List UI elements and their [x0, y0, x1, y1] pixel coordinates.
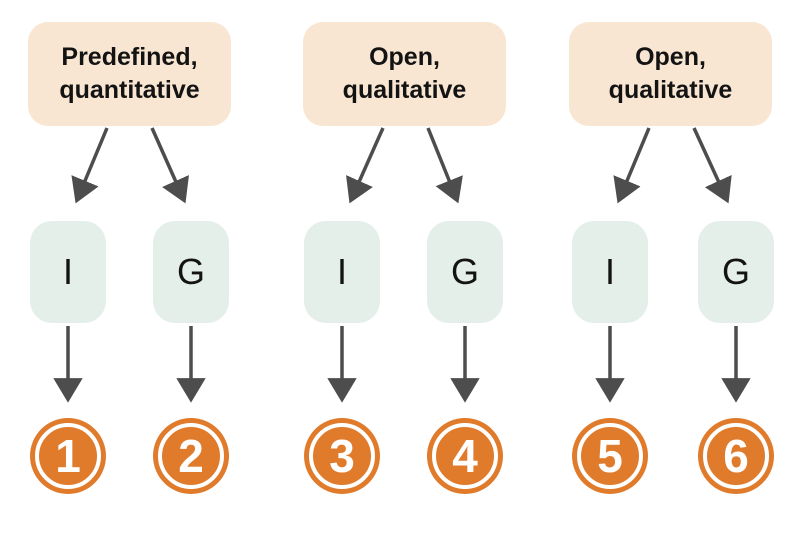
arrow-header3-to-i3: [613, 127, 651, 204]
node-label: G: [721, 251, 750, 292]
node-box-i-1: I: [30, 221, 106, 323]
outcome-number: 3: [329, 430, 355, 482]
outcome-number: 1: [55, 430, 81, 482]
header-box-open-qualitative-1: Open, qualitative: [303, 22, 506, 126]
node-box-i-3: I: [572, 221, 648, 323]
outcome-circle-5: 5: [572, 418, 648, 494]
arrow-header3-to-g3: [692, 127, 732, 204]
outcome-circle-4: 4: [427, 418, 503, 494]
header-label: Predefined, quantitative: [59, 43, 200, 104]
outcome-circle-1: 1: [30, 418, 106, 494]
arrow-header1-to-i1: [71, 127, 109, 204]
outcome-circle-6: 6: [698, 418, 774, 494]
outcome-number: 4: [452, 430, 478, 482]
node-label: G: [450, 251, 479, 292]
node-label: G: [176, 251, 205, 292]
node-label: I: [62, 251, 73, 292]
node-box-g-1: G: [153, 221, 229, 323]
header-label: Open, qualitative: [608, 43, 733, 104]
outcome-number: 5: [597, 430, 623, 482]
node-label: I: [336, 251, 347, 292]
header-box-predefined-quantitative: Predefined, quantitative: [28, 22, 231, 126]
node-box-i-2: I: [304, 221, 380, 323]
outcome-number: 6: [723, 430, 749, 482]
arrow-header2-to-i2: [346, 127, 385, 204]
node-label: I: [604, 251, 615, 292]
outcome-number: 2: [178, 430, 204, 482]
arrow-header2-to-g2: [426, 127, 463, 204]
outcome-circle-3: 3: [304, 418, 380, 494]
node-box-g-2: G: [427, 221, 503, 323]
node-box-g-3: G: [698, 221, 774, 323]
arrow-header1-to-g1: [150, 127, 189, 204]
header-label: Open, qualitative: [342, 43, 467, 104]
outcome-circle-2: 2: [153, 418, 229, 494]
header-box-open-qualitative-2: Open, qualitative: [569, 22, 772, 126]
